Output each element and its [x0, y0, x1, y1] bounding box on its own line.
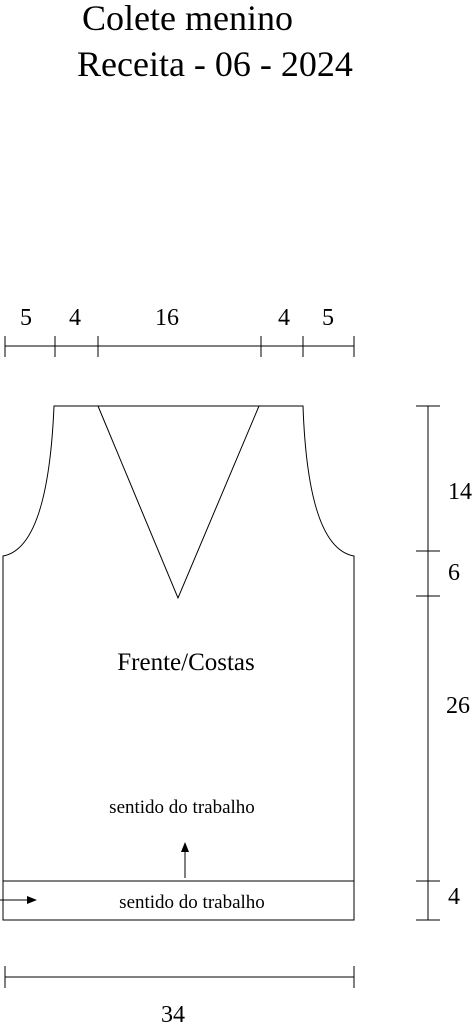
work-direction-upper: sentido do trabalho [109, 797, 255, 818]
piece-label: Frente/Costas [117, 649, 255, 676]
v-neck [97, 405, 260, 600]
top-measure-4: 4 [278, 305, 290, 331]
top-measure-5: 5 [322, 305, 334, 331]
side-measure-4: 4 [448, 884, 460, 910]
title-line-2: Receita - 06 - 2024 [77, 44, 353, 84]
arrow-right-head [27, 896, 37, 904]
work-direction-lower: sentido do trabalho [119, 892, 265, 913]
bottom-measure: 34 [161, 1002, 185, 1024]
side-measure-3: 26 [446, 693, 470, 719]
vest-outline [2, 405, 355, 921]
top-measure-1: 5 [20, 305, 32, 331]
top-measure-3: 16 [155, 305, 179, 331]
side-measure-2: 6 [448, 560, 460, 586]
arrow-up-head [181, 842, 189, 852]
top-measure-2: 4 [69, 305, 81, 331]
title-line-1: Colete menino [82, 0, 293, 38]
side-measure-1: 14 [448, 479, 472, 505]
